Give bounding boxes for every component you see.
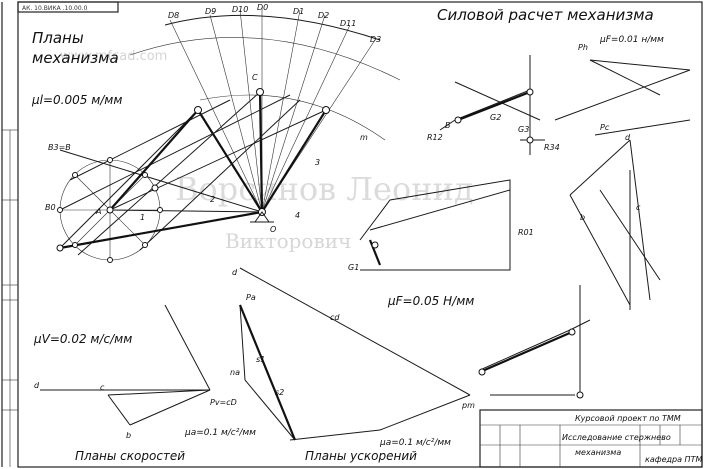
svg-text:s2: s2 [275, 388, 284, 397]
svg-text:b: b [580, 213, 585, 222]
mechanism-plans: Планы механизма μl=0.005 м/мм [31, 3, 401, 263]
svg-text:d: d [34, 381, 40, 390]
svg-text:3: 3 [315, 158, 320, 167]
acceleration-plan: d Pa na s1 s2 cd pm μa=0.1 м/с²/мм μa=0.… [184, 267, 475, 463]
accel-scale-1: μa=0.1 м/с²/мм [184, 428, 256, 438]
velocity-heading: Планы скоростей [75, 449, 185, 463]
force-scale-top: μF=0.01 н/мм [599, 35, 664, 45]
title-block-org: кафедра ПТМ [645, 455, 702, 464]
svg-text:D8: D8 [168, 11, 179, 20]
svg-text:B0: B0 [45, 203, 56, 212]
force-heading: Силовой расчет механизма [437, 6, 654, 24]
d-labels: D8 D9 D10 D0 D1 D2 D11 D3 [168, 3, 381, 44]
svg-text:B3=B: B3=B [48, 143, 71, 152]
svg-text:d: d [625, 133, 631, 142]
length-scale: μl=0.005 м/мм [31, 93, 122, 107]
plans-heading-1: Планы [32, 29, 84, 47]
svg-text:pm: pm [461, 401, 475, 410]
svg-text:Викторович: Викторович [225, 229, 351, 253]
svg-text:G1: G1 [348, 263, 359, 272]
svg-text:D3: D3 [370, 35, 381, 44]
plans-heading-2: механизма [32, 49, 119, 67]
svg-text:m: m [360, 133, 368, 142]
svg-text:D11: D11 [340, 19, 356, 28]
svg-text:c: c [100, 383, 105, 392]
svg-text:R34: R34 [544, 143, 560, 152]
svg-text:O: O [270, 225, 276, 234]
svg-text:G2: G2 [490, 113, 501, 122]
svg-text:d: d [232, 268, 238, 277]
svg-text:D2: D2 [318, 11, 329, 20]
svg-text:D0: D0 [257, 3, 268, 12]
svg-text:c: c [636, 203, 641, 212]
title-block-project: Курсовой проект по ТММ [575, 414, 681, 423]
title-block [479, 409, 703, 468]
acceleration-heading: Планы ускорений [305, 449, 417, 463]
svg-text:C: C [252, 73, 258, 82]
title-block-subject-2: механизма [575, 448, 621, 457]
svg-text:cd: cd [330, 313, 340, 322]
svg-text:b: b [126, 431, 131, 440]
stamp-text: АК. 10.ВИКА .10.00.0 [22, 5, 88, 12]
svg-text:Pc: Pc [600, 123, 610, 132]
accel-scale-2: μa=0.1 м/с²/мм [379, 438, 451, 448]
svg-text:G3: G3 [518, 125, 529, 134]
svg-text:Pv=cD: Pv=cD [210, 398, 237, 407]
svg-text:R12: R12 [427, 133, 443, 142]
svg-text:A: A [95, 207, 101, 216]
title-block-subject: Исследование стержнево [562, 433, 671, 442]
svg-text:2: 2 [210, 195, 215, 204]
svg-text:Pa: Pa [246, 293, 256, 302]
watermark: Ворсинов Леонид Викторович www.mfcad.com [60, 49, 474, 253]
svg-text:www.mfcad.com: www.mfcad.com [60, 49, 167, 64]
svg-text:Ворсинов Леонид: Ворсинов Леонид [175, 170, 474, 208]
svg-text:Ph: Ph [578, 43, 588, 52]
force-analysis: Силовой расчет механизма μF=0.01 н/мм B … [348, 6, 691, 399]
svg-text:D1: D1 [293, 7, 304, 16]
svg-text:na: na [230, 368, 240, 377]
svg-text:1: 1 [140, 213, 145, 222]
velocity-plan: μV=0.02 м/с/мм d c b Pv=cD Планы скорост… [33, 304, 237, 463]
svg-text:D10: D10 [232, 5, 248, 14]
svg-text:B: B [445, 121, 451, 130]
svg-text:s1: s1 [256, 355, 265, 364]
svg-text:R01: R01 [518, 228, 534, 237]
svg-text:D9: D9 [205, 7, 216, 16]
svg-text:4: 4 [295, 211, 300, 220]
velocity-scale: μV=0.02 м/с/мм [33, 332, 132, 346]
force-scale: μF=0.05 Н/мм [387, 294, 474, 308]
